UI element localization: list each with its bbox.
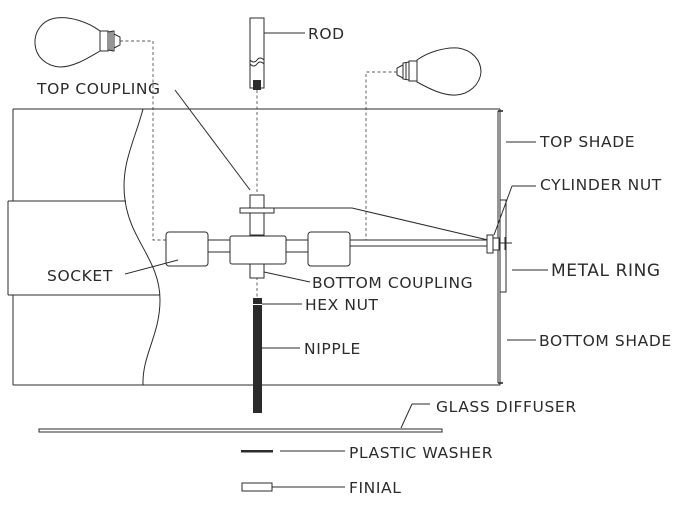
glass-diffuser: [38, 428, 443, 433]
label-cylinder-nut: CYLINDER NUT: [540, 176, 662, 194]
hex-nut: [253, 298, 262, 304]
cylinder-nut: [486, 234, 506, 254]
metal-ring: [499, 199, 507, 293]
label-nipple: NIPPLE: [304, 340, 361, 358]
label-top-shade: TOP SHADE: [539, 133, 635, 151]
finial: [241, 482, 273, 492]
top-coupling: [239, 194, 275, 236]
label-bottom-shade: BOTTOM SHADE: [539, 332, 672, 350]
label-finial: FINIAL: [349, 479, 402, 497]
label-glass-diffuser: GLASS DIFFUSER: [436, 398, 577, 416]
label-rod: ROD: [308, 25, 345, 43]
bottom-coupling: [249, 263, 265, 279]
bulb-guide-left: [120, 40, 166, 241]
label-bottom-coupling: BOTTOM COUPLING: [312, 274, 473, 292]
label-plastic-washer: PLASTIC WASHER: [349, 444, 493, 462]
bulb-guide-right: [350, 71, 397, 241]
label-top-coupling: TOP COUPLING: [36, 80, 161, 98]
label-metal-ring: METAL RING: [551, 261, 661, 281]
leader-lines: [124, 32, 548, 488]
socket: [307, 231, 351, 267]
socket: [165, 231, 209, 267]
light-bulb-icon: [396, 47, 482, 96]
label-socket: SOCKET: [47, 267, 113, 285]
plastic-washer: [241, 450, 273, 453]
rod: [249, 17, 265, 90]
center-housing: [207, 235, 309, 265]
nipple: [253, 305, 262, 413]
light-bulb-icon: [34, 17, 121, 68]
label-hex-nut: HEX NUT: [305, 296, 379, 314]
